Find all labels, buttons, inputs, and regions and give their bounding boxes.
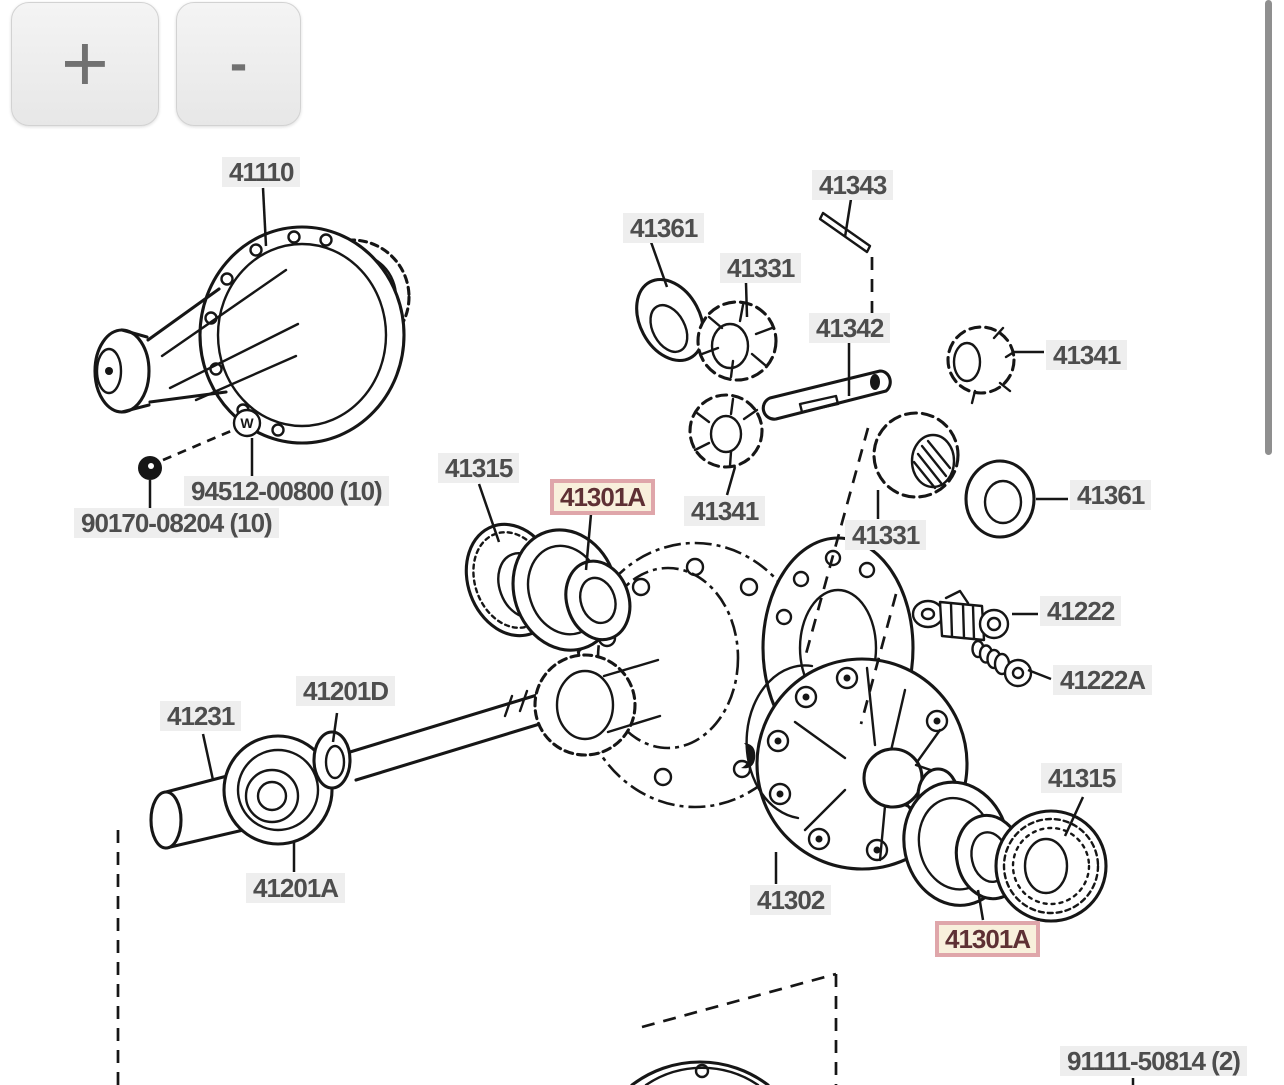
zoom-out-button[interactable]: - xyxy=(176,2,301,126)
thrust-washer-41361-right xyxy=(964,459,1036,539)
bolt-41222a xyxy=(971,639,1033,688)
part-label-41201A[interactable]: 41201A xyxy=(246,873,346,903)
collar-41201d xyxy=(312,730,352,790)
part-label-41302[interactable]: 41302 xyxy=(750,885,832,915)
bearing-41201a xyxy=(222,734,334,846)
carrier-41110 xyxy=(93,225,411,445)
leader-lines xyxy=(148,187,1135,1085)
part-label-94512-00800[interactable]: 94512-00800 (10) xyxy=(184,476,389,506)
bottom-gear-partial xyxy=(630,1060,770,1085)
part-label-41331-right[interactable]: 41331 xyxy=(845,520,927,550)
part-label-41342[interactable]: 41342 xyxy=(809,313,891,343)
part-label-41315-right[interactable]: 41315 xyxy=(1041,763,1123,793)
side-gear-41331-top xyxy=(696,300,778,382)
part-label-41315-left[interactable]: 41315 xyxy=(438,453,520,483)
bearing-41301a-left xyxy=(511,528,632,652)
part-label-41361-right[interactable]: 41361 xyxy=(1070,480,1152,510)
nut-90170 xyxy=(138,456,162,480)
diff-case-41302 xyxy=(741,657,969,871)
washer-mark: W xyxy=(240,415,254,431)
pinion-gear-41331-right xyxy=(872,411,960,499)
part-label-41361-top[interactable]: 41361 xyxy=(623,213,705,243)
part-label-41231[interactable]: 41231 xyxy=(160,701,242,731)
part-label-41201D[interactable]: 41201D xyxy=(296,676,396,706)
zoom-in-button[interactable]: + xyxy=(11,2,159,126)
part-label-41222[interactable]: 41222 xyxy=(1040,596,1122,626)
thrust-washer-41361-top xyxy=(635,277,705,363)
pinion-gear-41341-center xyxy=(688,393,764,469)
part-label-41110[interactable]: 41110 xyxy=(222,157,301,187)
part-label-41341-center[interactable]: 41341 xyxy=(684,496,766,526)
shim-41315-right xyxy=(994,809,1108,923)
bracket-41222 xyxy=(911,589,1010,642)
part-label-41341-right[interactable]: 41341 xyxy=(1046,340,1128,370)
axle-shaft xyxy=(348,653,662,782)
part-label-41301A-left[interactable]: 41301A xyxy=(550,479,656,515)
part-label-41222A[interactable]: 41222A xyxy=(1053,665,1153,695)
part-label-41331-top[interactable]: 41331 xyxy=(720,253,802,283)
scrollbar-thumb[interactable] xyxy=(1265,0,1272,455)
pin-41343 xyxy=(818,211,872,254)
side-gear-41341-right xyxy=(946,325,1016,405)
retainer-41231 xyxy=(149,768,254,850)
part-label-91111-50814[interactable]: 91111-50814 (2) xyxy=(1060,1046,1247,1076)
part-label-90170-08204[interactable]: 90170-08204 (10) xyxy=(74,508,279,538)
cross-shaft-41342 xyxy=(761,369,892,421)
part-label-41343[interactable]: 41343 xyxy=(812,170,894,200)
part-label-41301A-right[interactable]: 41301A xyxy=(935,921,1041,957)
washer-94512: W xyxy=(232,408,262,438)
